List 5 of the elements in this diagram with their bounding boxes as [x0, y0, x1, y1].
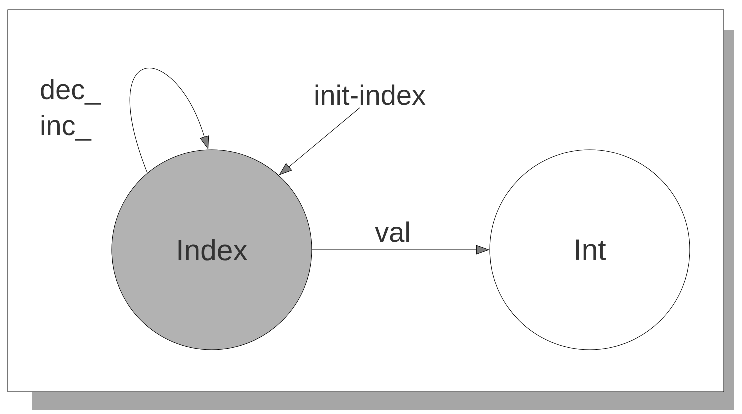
- arrow: [279, 108, 360, 176]
- edge-label: init-index: [312, 83, 428, 107]
- edge-label: dec_ inc_: [38, 78, 102, 142]
- arrow: [130, 68, 210, 174]
- edge-label: val: [374, 220, 412, 244]
